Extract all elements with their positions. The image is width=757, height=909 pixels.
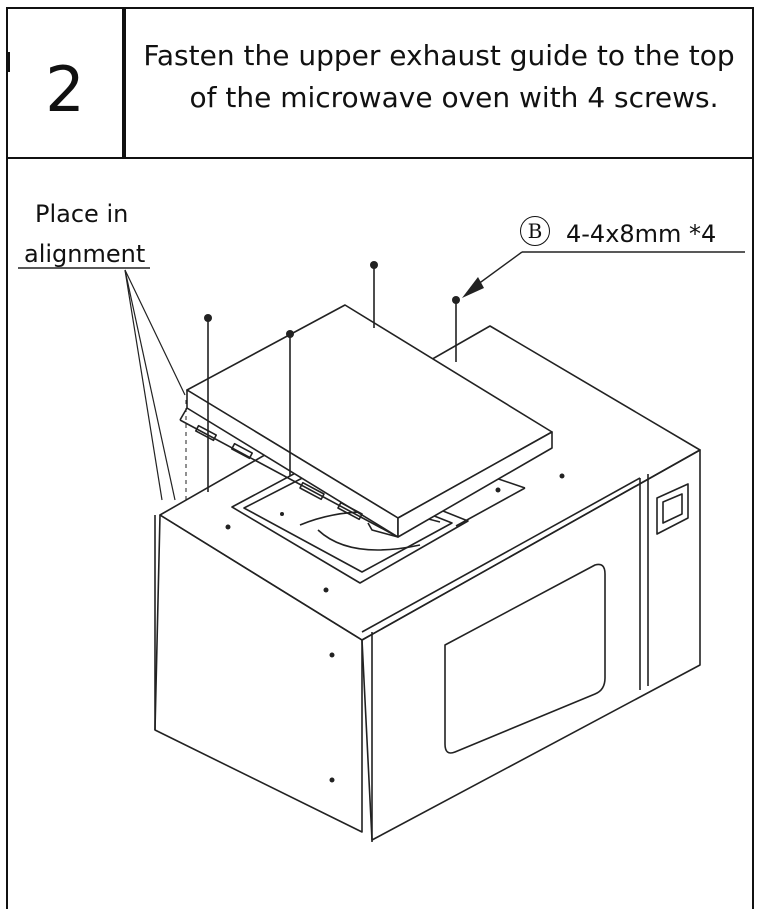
place-label-line-1: Place in [35,200,129,228]
step-number: 2 [45,53,85,126]
step-header: 2 Fasten the upper exhaust guide to the … [8,9,752,159]
callout-letter: B [527,219,543,243]
page-edge-fragment [0,52,10,72]
instruction-frame: 2 Fasten the upper exhaust guide to the … [6,7,754,909]
place-label-line-2: alignment [24,240,146,268]
instruction-line-2: of the microwave oven with 4 screws. [189,81,719,114]
step-instruction: Fasten the upper exhaust guide to the to… [126,3,752,151]
step-number-cell: 2 [8,9,126,157]
instruction-line-1: Fasten the upper exhaust guide to the to… [143,39,735,72]
callout-b-circle: B [520,216,550,246]
screw-spec-label: 4-4x8mm *4 [566,220,717,248]
